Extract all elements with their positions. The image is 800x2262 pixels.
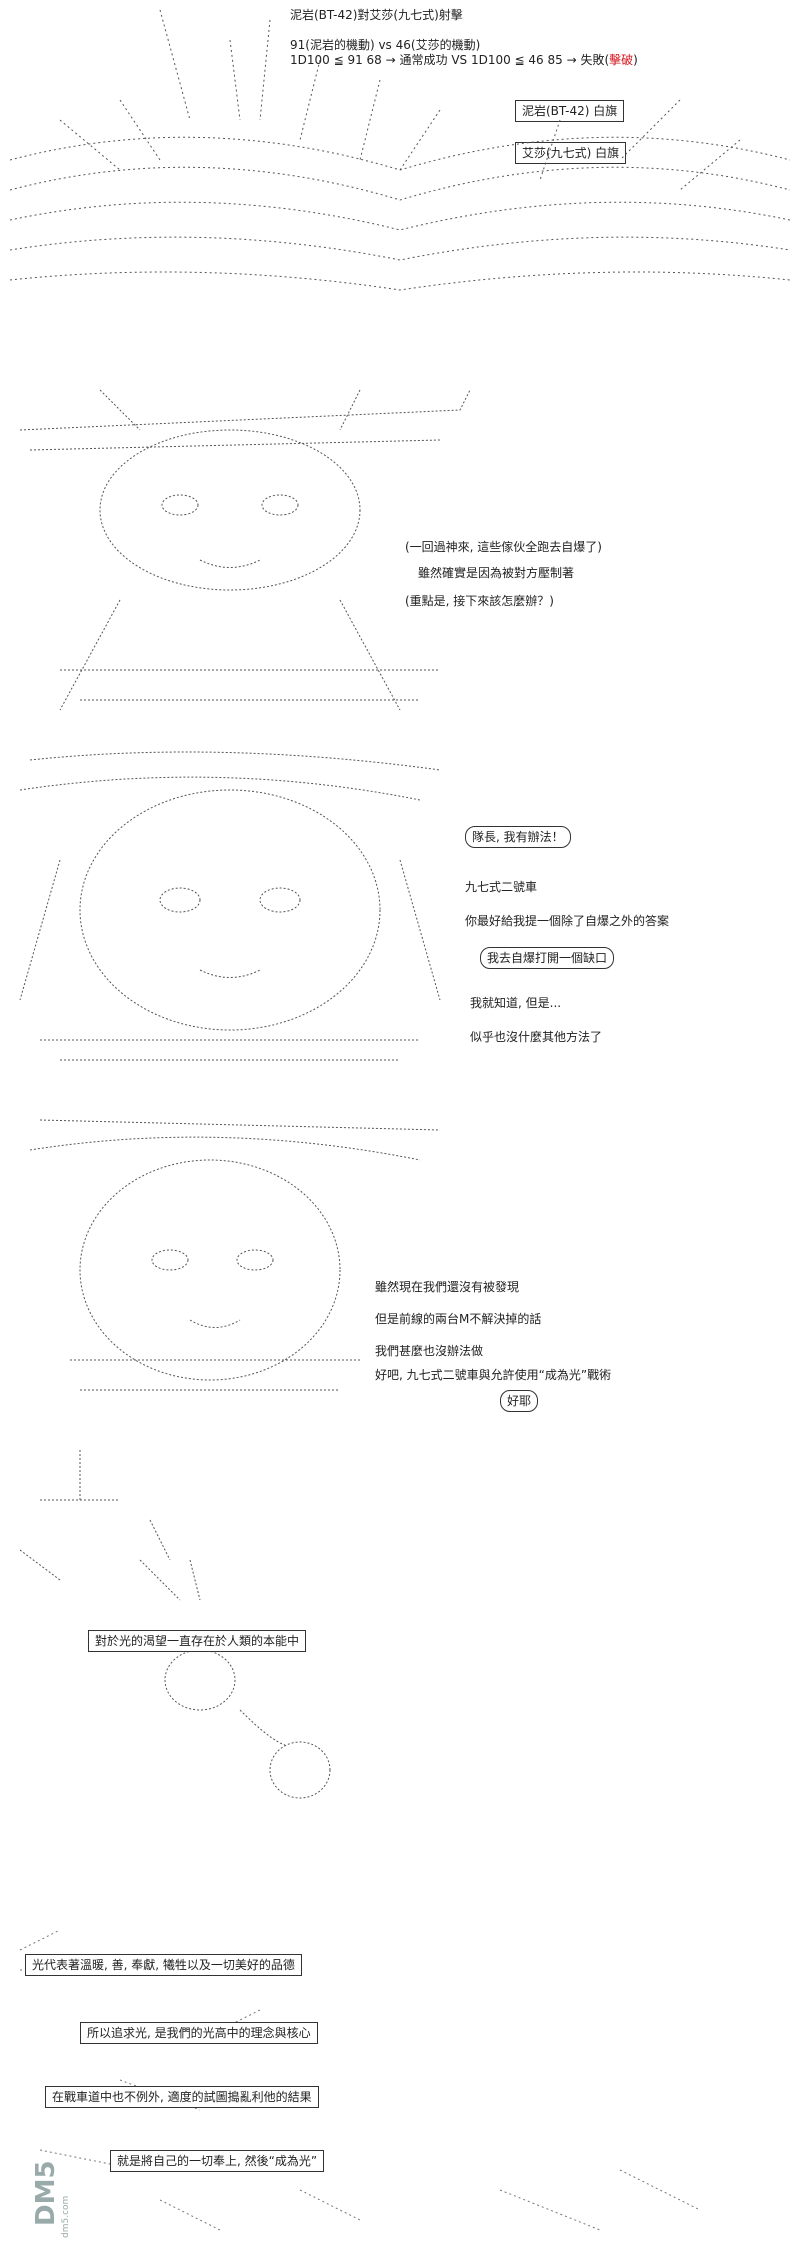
approval-line-4: 好吧, 九七式二號車與允許使用“成為光”戰術: [375, 1368, 612, 1382]
caption-become-light: 就是將自己的一切奉上, 然後“成為光”: [110, 2150, 325, 2172]
speech-bubble-idea: 隊長, 我有辦法！: [465, 826, 571, 848]
crew-line-2: 我就知道, 但是...: [470, 996, 562, 1010]
panel-light: 對於光的渴望一直存在於人類的本能中: [0, 1440, 800, 1860]
roll-line-2-suffix: ): [633, 53, 638, 67]
roll-result-destroyed: 擊破: [609, 53, 634, 67]
commander-thought-3: (重點是, 接下來該怎麼辦？): [405, 594, 554, 608]
panel-captions: 光代表著溫暖, 善, 奉獻, 犧牲以及一切美好的品德 所以追求光, 是我們的光高…: [0, 1870, 800, 2262]
approval-line-2: 但是前線的兩台M不解決掉的話: [375, 1312, 542, 1326]
roll-line-2-prefix: 1D100 ≦ 91 68 → 通常成功 VS 1D100 ≦ 46 85 → …: [290, 53, 610, 67]
explosion-art: [9, 9, 791, 291]
caption-art: [19, 1929, 701, 2231]
commander-thought-2: 雖然確實是因為被對方壓制著: [418, 566, 575, 580]
approval-line-1: 雖然現在我們還沒有被發現: [375, 1280, 520, 1294]
commander-thought-1: (一回過神來, 這些傢伙全跑去自爆了): [405, 540, 602, 554]
caption-light-desire: 對於光的渴望一直存在於人類的本能中: [88, 1630, 307, 1652]
panel-commander: (一回過神來, 這些傢伙全跑去自爆了) 雖然確實是因為被對方壓制著 (重點是, …: [0, 370, 800, 720]
approval-line-3: 我們甚麼也沒辦法做: [375, 1344, 484, 1358]
speaker-name: 九七式二號車: [465, 880, 538, 894]
speech-bubble-yay: 好耶: [500, 1390, 539, 1412]
roll-line-2: 1D100 ≦ 91 68 → 通常成功 VS 1D100 ≦ 46 85 → …: [290, 53, 638, 68]
watermark-side: dm5.com: [61, 2196, 71, 2238]
commander-art: [19, 389, 471, 711]
crew-line-3: 似乎也沒什麼其他方法了: [470, 1030, 603, 1044]
status-badge-bt42: 泥岩(BT-42) 白旗: [515, 100, 625, 122]
speech-bubble-self-destruct: 我去自爆打開一個缺口: [480, 947, 615, 969]
roll-line-1: 91(泥岩的機動) vs 46(艾莎的機動): [290, 38, 481, 52]
crew-art-2: [29, 1119, 441, 1391]
panel-header: 泥岩(BT-42)對艾莎(九七式)射擊 91(泥岩的機動) vs 46(艾莎的機…: [0, 0, 800, 300]
page-title: 泥岩(BT-42)對艾莎(九七式)射擊: [290, 8, 463, 22]
status-badge-type97: 艾莎(九七式) 白旗: [515, 142, 627, 164]
panel-crew-1: 隊長, 我有辦法！ 九七式二號車 你最好給我提一個除了自爆之外的答案 我去自爆打…: [0, 740, 800, 1080]
crew-art-1: [19, 751, 441, 1061]
caption-school-ideal: 所以追求光, 是我們的光高中的理念與核心: [80, 2022, 318, 2044]
site-watermark: DM5 dm5.com: [14, 2150, 82, 2242]
panel-crew-2: 雖然現在我們還沒有被發現 但是前線的兩台M不解決掉的話 我們甚麼也沒辦法做 好吧…: [0, 1100, 800, 1430]
crew-line-1: 你最好給我提一個除了自爆之外的答案: [465, 914, 670, 928]
watermark-main: DM5: [31, 2160, 61, 2226]
caption-light-meaning: 光代表著溫暖, 善, 奉獻, 犧牲以及一切美好的品德: [25, 1954, 302, 1976]
watermark-logo: DM5 dm5.com: [31, 2160, 71, 2238]
caption-tank-way: 在戰車道中也不例外, 適度的試圖搗亂利他的結果: [45, 2086, 319, 2108]
